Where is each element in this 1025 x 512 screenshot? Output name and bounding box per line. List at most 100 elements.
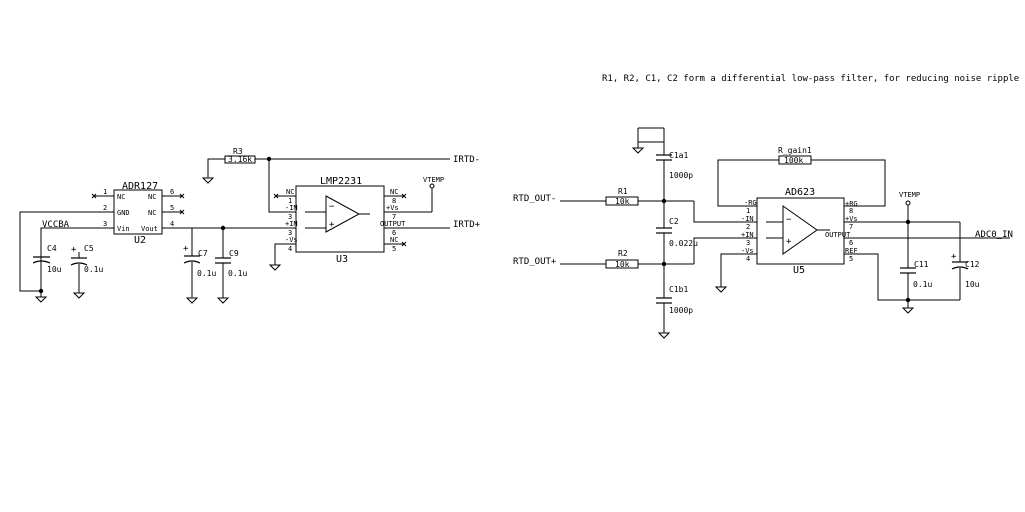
u2-pin-num-5: 5 — [170, 204, 174, 212]
u5-minus-sign: − — [786, 215, 792, 225]
c1a1-capacitor[interactable]: C1a1 1000p — [656, 151, 693, 180]
u3-minus-sign: − — [329, 202, 335, 212]
junction-ref-gnd — [905, 297, 911, 303]
u5-pin-name-5: REF — [845, 247, 858, 255]
u3-pin-name-4: -Vs — [285, 236, 298, 244]
u3-pin-name-2: -IN — [285, 204, 298, 212]
r2-body — [605, 259, 639, 269]
r-gain1-resistor[interactable]: R_gain1 100k — [778, 146, 812, 165]
u2-nc-mark-5 — [179, 209, 185, 215]
c5-value: 0.1u — [84, 265, 103, 274]
gnd-symbol-c9 — [216, 297, 230, 304]
c1b1-value: 1000p — [669, 306, 693, 315]
u2-pin-num-3: 3 — [103, 220, 107, 228]
u3-pin-name-5: NC — [390, 236, 398, 244]
r1-resistor[interactable]: R1 10k — [605, 187, 639, 206]
net-label-adc-in: ADC0_IN — [975, 230, 1013, 240]
u3-pin-num-4: 4 — [288, 245, 292, 253]
c9-capacitor[interactable]: C9 0.1u — [215, 249, 247, 298]
u2-ref: U2 — [134, 235, 146, 246]
vtemp-terminal-u5 — [905, 200, 911, 206]
u2-adr127[interactable]: ADR127 U2 1 2 3 6 5 4 NC GND Vin NC NC V… — [91, 181, 185, 246]
u5-pin-num-6: 6 — [849, 239, 853, 247]
c7-ref: C7 — [198, 249, 208, 258]
u2-pin-num-6: 6 — [170, 188, 174, 196]
c4-ref: C4 — [47, 244, 57, 253]
u3-value: LMP2231 — [320, 176, 362, 187]
u5-pin-num-7: 7 — [849, 223, 853, 231]
u5-pin-name-2: -IN — [741, 215, 754, 223]
c4-plate-bottom — [32, 260, 51, 264]
u2-pin-num-1: 1 — [103, 188, 107, 196]
u5-body — [756, 197, 845, 265]
filter-wiring — [560, 127, 757, 333]
u5-pin-name-4: -Vs — [741, 247, 754, 255]
gnd-symbol-u3 — [268, 264, 282, 271]
net-label-rtd-out-minus: RTD_OUT- — [513, 194, 556, 204]
c5-capacitor[interactable]: + C5 0.1u — [70, 244, 103, 293]
c2-capacitor[interactable]: C2 0.022u — [656, 217, 698, 248]
gnd-symbol-r3 — [201, 177, 215, 184]
c7-capacitor[interactable]: + C7 0.1u — [183, 244, 216, 298]
u3-ref: U3 — [336, 254, 348, 265]
vtemp-terminal-u3 — [429, 183, 435, 189]
net-label-vtemp-1: VTEMP — [423, 176, 444, 184]
u5-ad623[interactable]: − + AD623 U5 -RG 1 -IN 2 +IN 3 -Vs 4 +RG… — [741, 187, 960, 301]
c12-ref: C12 — [965, 260, 980, 269]
u5-pin-num-1: 1 — [746, 207, 750, 215]
r2-resistor[interactable]: R2 10k — [605, 249, 639, 269]
u5-pin-name-3: +IN — [741, 231, 754, 239]
wire-gnd-loop — [19, 211, 94, 292]
u3-pin-num-8: 8 — [392, 197, 396, 205]
c11-value: 0.1u — [913, 280, 932, 289]
junction-gnd-left — [38, 288, 44, 294]
u5-pin-name-8: +RG — [845, 200, 858, 208]
u2-pin-name-3: Vin — [117, 225, 130, 233]
c1b1-capacitor[interactable]: C1b1 1000p — [656, 285, 693, 315]
u3-pin-num-3: 3 — [288, 229, 292, 237]
u3-input-wiring — [207, 156, 450, 265]
c4-capacitor[interactable]: C4 10u — [32, 244, 62, 274]
u5-value: AD623 — [785, 187, 815, 198]
c9-ref: C9 — [229, 249, 239, 258]
c12-value: 10u — [965, 280, 980, 289]
u5-plus-sign: + — [786, 237, 792, 247]
c5-plate-bottom — [70, 262, 88, 266]
u3-lmp2231[interactable]: − + LMP2231 U3 NC 1 -IN 3 +IN 3 -Vs 4 NC… — [273, 176, 450, 265]
gnd-symbol-c4 — [34, 296, 48, 303]
u2-nc-mark-1 — [91, 193, 97, 199]
u5-pin-num-5: 5 — [849, 255, 853, 263]
u3-nc-mark-1 — [273, 193, 279, 199]
u3-pin-num-1: 1 — [288, 197, 292, 205]
u3-pin-name-1: NC — [286, 188, 294, 196]
gnd-symbol-u5-vs — [714, 286, 728, 293]
u3-plus-sign: + — [329, 220, 335, 230]
u2-value: ADR127 — [122, 181, 158, 192]
u5-pin-num-3: 3 — [746, 239, 750, 247]
c1b1-ref: C1b1 — [669, 285, 688, 294]
vtemp-supply-u3 — [429, 183, 435, 212]
wire-rg-minus — [717, 159, 779, 207]
r3-resistor[interactable]: R3 3.16k — [224, 147, 256, 164]
c7-plate-bottom — [183, 260, 201, 264]
c12-plus-mark: + — [951, 252, 957, 262]
c11-capacitor[interactable]: C11 0.1u — [900, 260, 932, 289]
u3-pin-num-5: 5 — [392, 245, 396, 253]
filter-note: R1, R2, C1, C2 form a differential low-p… — [602, 74, 1019, 84]
r-gain1-ref: R_gain1 — [778, 146, 812, 155]
gnd-symbol-c1b1 — [657, 332, 671, 339]
c12-capacitor[interactable]: + C12 10u — [951, 252, 980, 289]
c1a1-value: 1000p — [669, 171, 693, 180]
wire-u3-minus-in — [268, 159, 296, 213]
wire-to-u5-minus-in — [693, 201, 757, 223]
net-label-irtd-plus: IRTD+ — [453, 220, 481, 230]
c5-ref: C5 — [84, 244, 94, 253]
u3-nc-mark-8 — [401, 193, 407, 199]
r-gain1-value: 100k — [784, 156, 803, 165]
u5-opamp-triangle — [782, 205, 818, 255]
u3-pin-name-6: OUTPUT — [380, 220, 406, 228]
u5-pin5-line — [844, 253, 960, 301]
u5-pin-name-6: OUTPUT — [825, 231, 851, 239]
u3-pin-num-7: 7 — [392, 213, 396, 221]
